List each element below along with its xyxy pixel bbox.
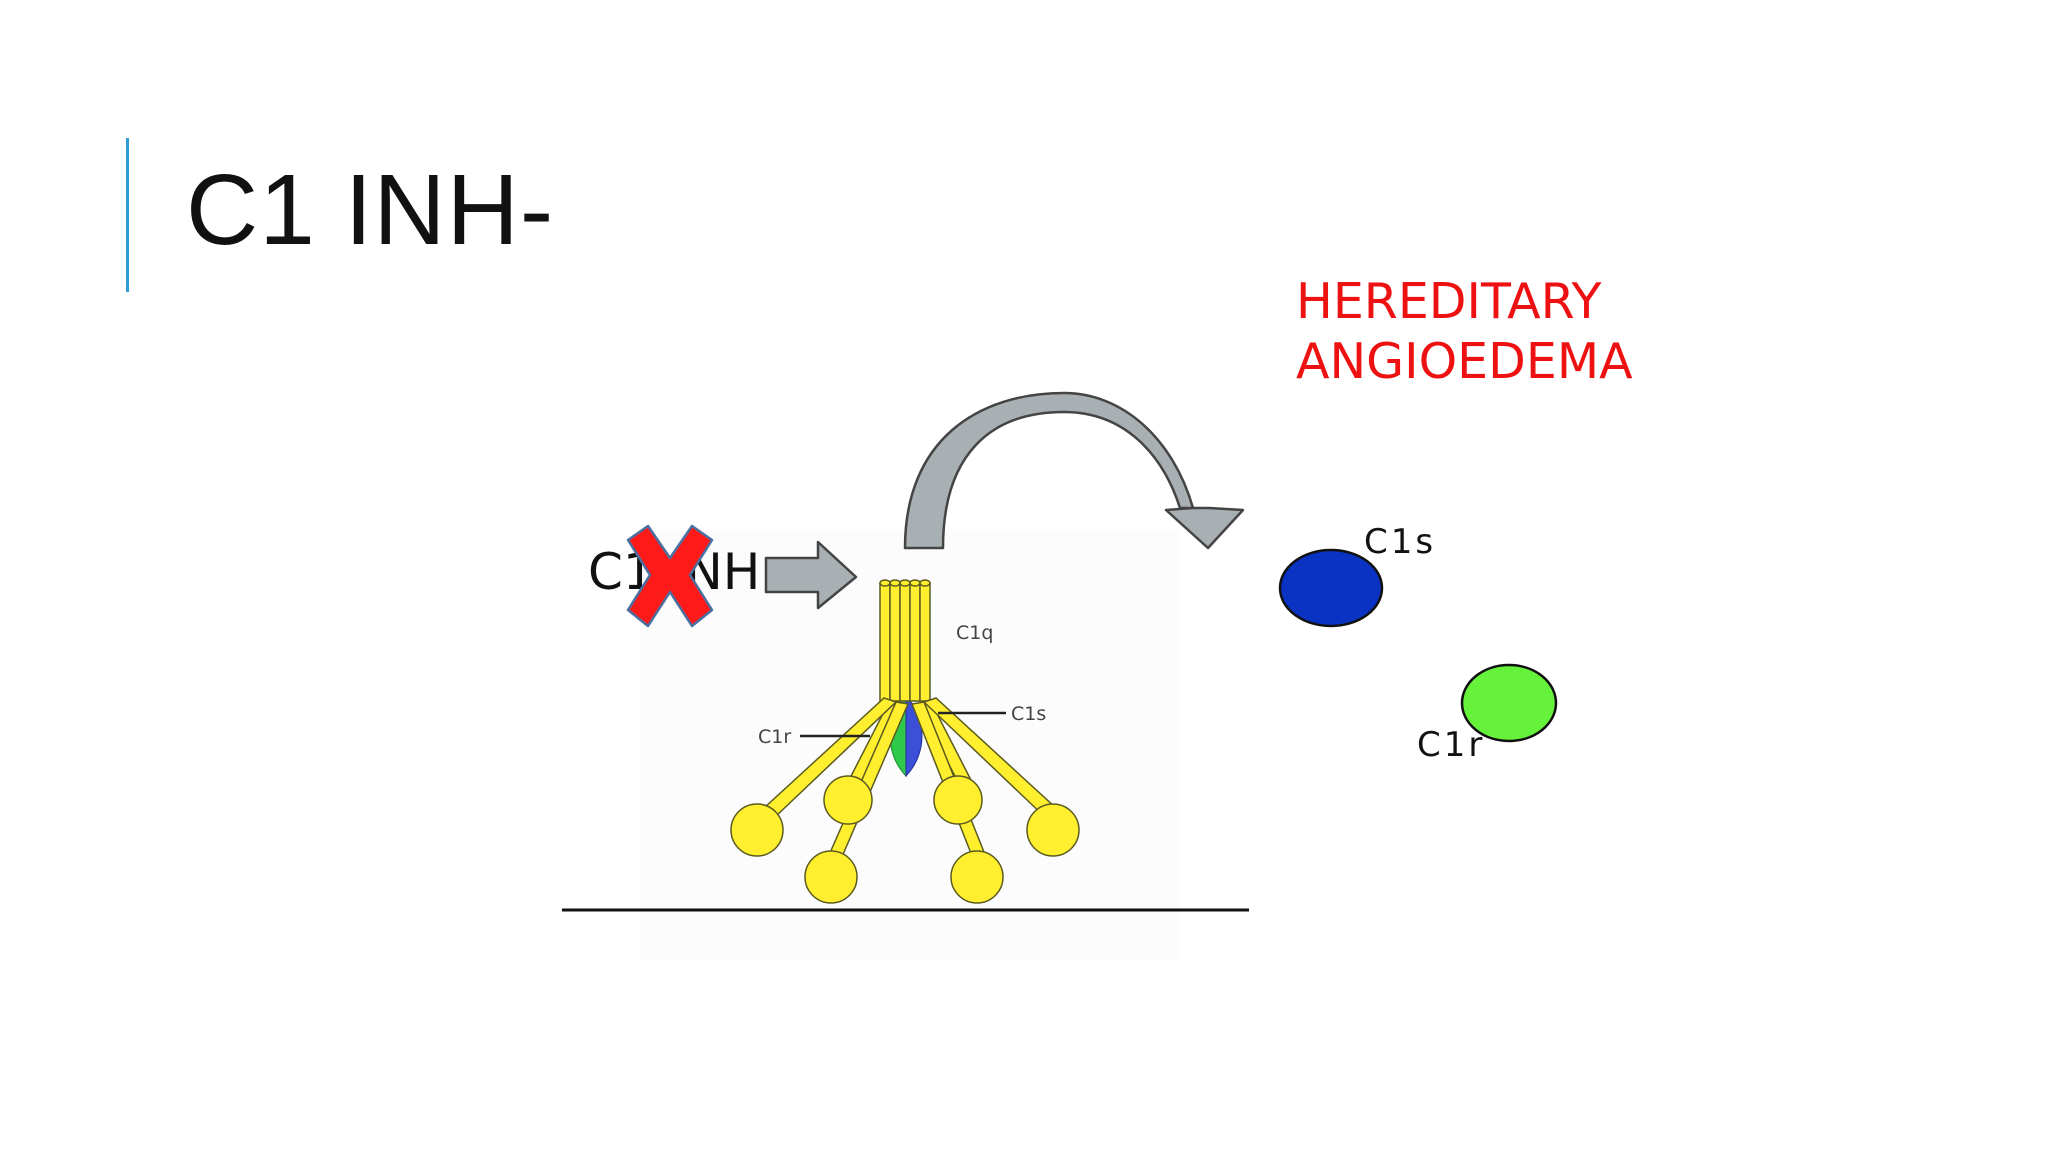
condition-label-line-2: ANGIOEDEMA — [1296, 333, 1633, 390]
c1r-small-label: C1r — [758, 726, 791, 748]
blocked-cross-icon — [626, 524, 714, 628]
c1q-stalk — [879, 579, 931, 702]
released-c1s-label: C1s — [1364, 522, 1436, 562]
inhibitor-arrow — [764, 540, 858, 610]
released-c1s-ellipse — [1278, 548, 1384, 628]
slide-title: C1 INH- — [186, 154, 555, 266]
curved-release-arrow — [903, 391, 1245, 550]
c1q-label: C1q — [956, 622, 993, 644]
released-c1r-ellipse — [1460, 663, 1558, 743]
title-accent-bar — [126, 138, 129, 292]
condition-label: HEREDITARY ANGIOEDEMA — [1296, 272, 1633, 392]
condition-label-line-1: HEREDITARY — [1296, 273, 1602, 330]
c1q-globular-heads — [730, 775, 1080, 904]
released-c1r-label: C1r — [1417, 725, 1485, 765]
c1s-small-label: C1s — [1011, 703, 1046, 725]
